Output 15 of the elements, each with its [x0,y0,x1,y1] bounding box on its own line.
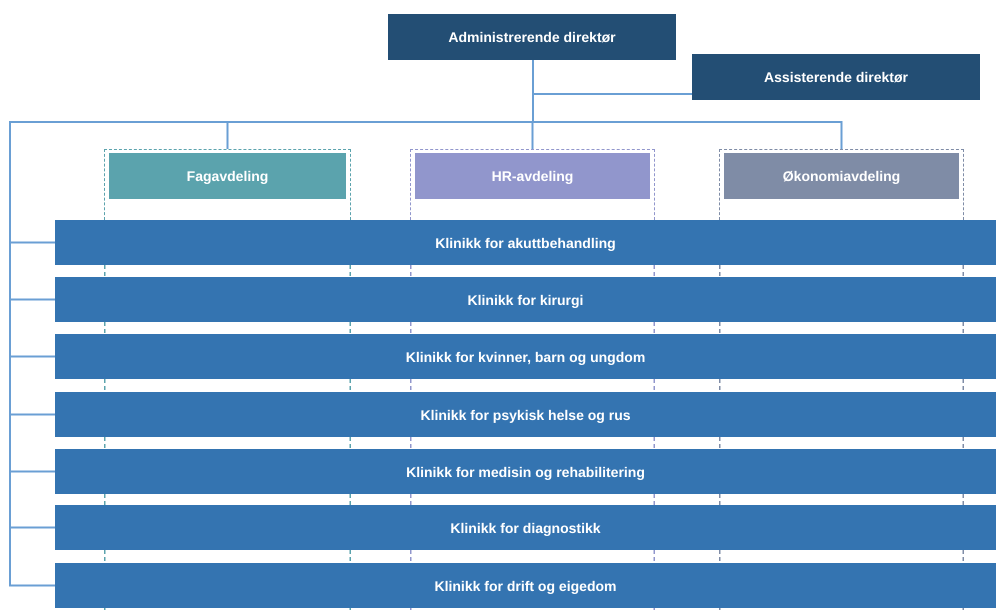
department-column [410,149,655,220]
department-heading: Økonomiavdeling [724,153,959,199]
clinic-bar: Klinikk for kirurgi [55,277,996,322]
director-box: Administrerende direktør [388,14,676,60]
clinic-bar: Klinikk for medisin og rehabilitering [55,449,996,494]
clinic-bar: Klinikk for akuttbehandling [55,220,996,265]
department-column [104,149,351,220]
clinic-bar: Klinikk for psykisk helse og rus [55,392,996,437]
department-heading: HR-avdeling [415,153,650,199]
clinic-bar: Klinikk for drift og eigedom [55,563,996,608]
department-heading: Fagavdeling [109,153,346,199]
clinic-bar: Klinikk for kvinner, barn og ungdom [55,334,996,379]
clinic-bar: Klinikk for diagnostikk [55,505,996,550]
department-column [719,149,964,220]
director-box: Assisterende direktør [692,54,980,100]
